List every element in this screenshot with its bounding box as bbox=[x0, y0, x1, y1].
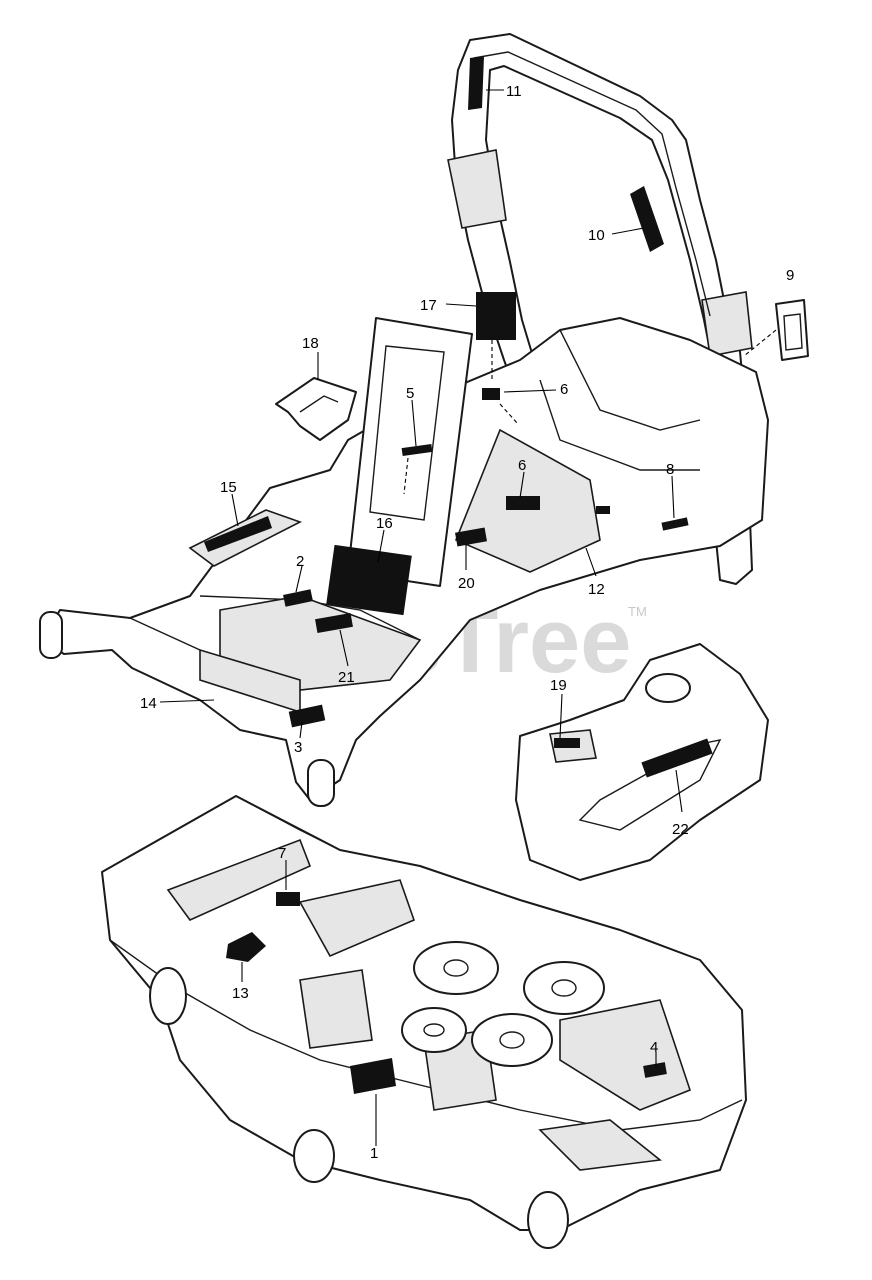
decal-22 bbox=[641, 738, 713, 778]
callout-19: 19 bbox=[550, 677, 567, 694]
mower-deck bbox=[101, 795, 747, 1249]
callouts: 1 2 3 4 5 6 6 7 8 9 10 11 12 13 14 15 16… bbox=[140, 83, 794, 1162]
decal-5 bbox=[401, 443, 433, 457]
callout-17: 17 bbox=[420, 297, 437, 314]
decal-10 bbox=[630, 186, 664, 252]
decals bbox=[204, 56, 713, 1094]
callout-13: 13 bbox=[232, 985, 249, 1002]
decal-6b bbox=[506, 496, 540, 510]
decal-16 bbox=[326, 544, 412, 616]
leader-lines bbox=[159, 89, 777, 1146]
callout-12: 12 bbox=[588, 581, 605, 598]
pulley-1 bbox=[413, 941, 499, 995]
pulley-2 bbox=[523, 961, 605, 1015]
callout-3: 3 bbox=[294, 739, 302, 756]
decal-7 bbox=[276, 892, 300, 906]
decal-3 bbox=[288, 704, 326, 728]
callout-7: 7 bbox=[278, 845, 286, 862]
callout-16: 16 bbox=[376, 515, 393, 532]
callout-14: 14 bbox=[140, 695, 157, 712]
pulley-4 bbox=[471, 1013, 553, 1067]
callout-15: 15 bbox=[220, 479, 237, 496]
decal-12 bbox=[596, 506, 610, 514]
callout-20: 20 bbox=[458, 575, 475, 592]
callout-18: 18 bbox=[302, 335, 319, 352]
decal-20 bbox=[455, 527, 487, 547]
callout-2: 2 bbox=[296, 553, 304, 570]
decal-17 bbox=[476, 292, 516, 340]
callout-6b: 6 bbox=[518, 457, 526, 474]
decal-6a bbox=[482, 388, 500, 400]
callout-4: 4 bbox=[650, 1039, 658, 1056]
pulley-3 bbox=[401, 1007, 467, 1053]
decal-19 bbox=[554, 738, 580, 748]
callout-6a: 6 bbox=[560, 381, 568, 398]
callout-9: 9 bbox=[786, 267, 794, 284]
callout-8: 8 bbox=[666, 461, 674, 478]
logo-emblem-part bbox=[775, 299, 809, 361]
decal-21 bbox=[315, 612, 353, 634]
decal-13 bbox=[226, 932, 266, 962]
watermark-trademark: TM bbox=[628, 604, 647, 619]
decal-11 bbox=[468, 56, 484, 110]
callout-22: 22 bbox=[672, 821, 689, 838]
decal-4 bbox=[643, 1062, 667, 1078]
decal-2 bbox=[283, 589, 313, 607]
decal-15 bbox=[204, 516, 272, 552]
decal-1 bbox=[350, 1058, 396, 1094]
callout-1: 1 bbox=[370, 1145, 378, 1162]
callout-10: 10 bbox=[588, 227, 605, 244]
callout-21: 21 bbox=[338, 669, 355, 686]
callout-11: 11 bbox=[506, 83, 522, 100]
callout-5: 5 bbox=[406, 385, 414, 402]
decal-8 bbox=[661, 517, 689, 531]
seat-bracket bbox=[275, 377, 357, 441]
